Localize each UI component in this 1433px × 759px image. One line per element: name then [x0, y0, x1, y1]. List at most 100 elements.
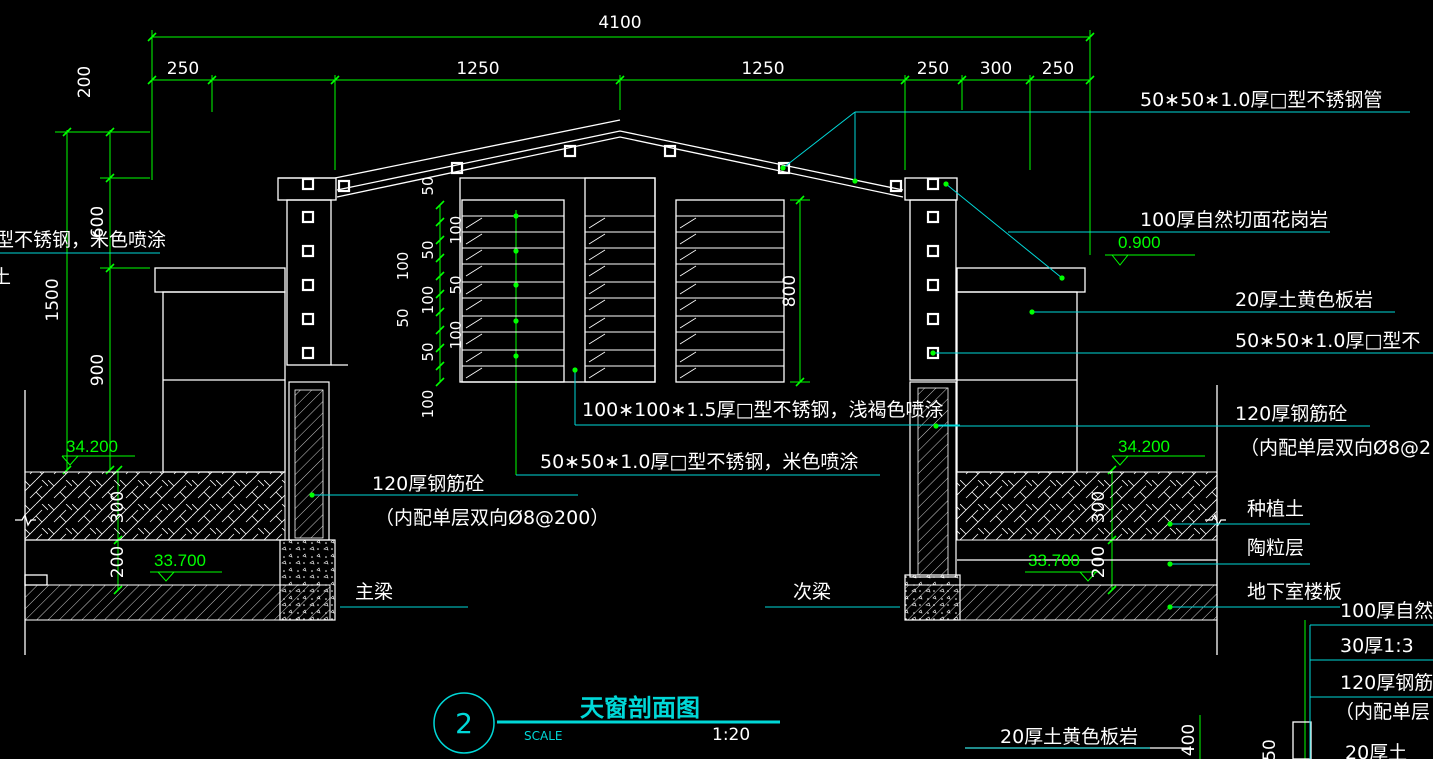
dimension-tick	[105, 127, 115, 137]
steel-tube-square	[926, 177, 940, 191]
louver-dim: 50	[419, 240, 437, 259]
level-top-right: 0.900	[1118, 233, 1161, 252]
label-granite-br: 100厚自然	[1340, 600, 1433, 622]
dim-v300-left: 300	[108, 491, 128, 523]
louver-slat-bevel	[679, 317, 697, 329]
louver-slat-bevel	[465, 299, 483, 311]
label-secondary-beam: 次梁	[793, 581, 831, 603]
louver-slat-bevel	[588, 367, 606, 379]
dimension-tick	[957, 75, 967, 85]
detail-number: 2	[455, 707, 473, 740]
dimension-tick	[435, 377, 445, 387]
dimension-tick	[435, 307, 445, 317]
annotations: 50∗50∗1.0厚□型不锈钢管 100厚自然切面花岗岩 20厚土黄色板岩 50…	[0, 89, 1433, 759]
louver-dim: 50	[394, 308, 412, 327]
louver-dim: 50	[419, 342, 437, 361]
louver-dim: 50	[419, 176, 437, 195]
dimension-tick	[1085, 32, 1095, 42]
dim-250-left: 250	[167, 59, 199, 79]
title-block: 2 天窗剖面图 SCALE 1:20	[433, 692, 780, 754]
louver-dim: 100	[447, 216, 465, 245]
leader-dots	[309, 165, 1173, 610]
louver-slat-bevel	[679, 333, 697, 345]
leader-dot	[1167, 521, 1173, 527]
louver-slat-bevel	[465, 333, 483, 345]
scale-label: SCALE	[524, 729, 562, 743]
louver-dim: 100	[419, 286, 437, 315]
leader-dot	[513, 248, 519, 254]
leader-dot	[1029, 309, 1035, 315]
dimension-tick	[147, 32, 157, 42]
dim-v900: 900	[88, 354, 108, 386]
label-granite-top: 100厚自然切面花岗岩	[1140, 209, 1328, 231]
dim-v600: 600	[88, 206, 108, 238]
dimension-tick	[1025, 75, 1035, 85]
dim-v200-left: 200	[108, 546, 128, 578]
dimension-tick	[795, 195, 805, 205]
steel-tube-square	[777, 161, 791, 175]
dim-v200-right: 200	[1089, 546, 1109, 578]
leader-dot	[780, 165, 786, 171]
dim-v400-br: 400	[1179, 724, 1199, 756]
label-left-cut2: 土	[0, 266, 11, 288]
louver-slat-bevel	[679, 283, 697, 295]
leader-dot	[943, 181, 949, 187]
leader-dot	[933, 423, 939, 429]
louver-slat-bevel	[679, 265, 697, 277]
label-concrete-br: 120厚钢筋	[1340, 672, 1433, 694]
dimension-tick	[900, 75, 910, 85]
louver-slat-bevel	[465, 351, 483, 363]
dim-v300-right: 300	[1089, 491, 1109, 523]
dimension-tick	[435, 235, 445, 245]
label-concrete-left-note: （内配单层双向Ø8@200）	[375, 507, 609, 529]
dimension-tick	[1085, 75, 1095, 85]
dimension-tick	[147, 75, 157, 85]
steel-tube-square	[450, 161, 464, 175]
label-tube-top: 50∗50∗1.0厚□型不锈钢管	[1140, 89, 1382, 111]
louver-slat-bevel	[679, 351, 697, 363]
steel-tube-square	[337, 179, 351, 193]
label-mortar-br: 30厚1:3	[1340, 635, 1414, 657]
louver-slat-bevel	[588, 283, 606, 295]
louver-slat-bevel	[588, 351, 606, 363]
label-slate-right: 20厚土黄色板岩	[1235, 289, 1373, 311]
louver-dim: 50	[447, 275, 465, 294]
louver-slat-bevel	[588, 233, 606, 245]
louver-dim: 100	[394, 252, 412, 281]
louver-slat-bevel	[588, 249, 606, 261]
label-main-beam: 主梁	[355, 581, 393, 603]
steel-tube-square	[563, 144, 577, 158]
louver-slat-bevel	[679, 217, 697, 229]
dimension-tick	[435, 343, 445, 353]
label-concrete-right: 120厚钢筋砼	[1235, 403, 1347, 425]
steel-tube-square	[926, 210, 940, 224]
scale-value: 1:20	[712, 725, 750, 745]
dim-v50-br: 50	[1260, 739, 1280, 759]
louver-slat-bevel	[588, 299, 606, 311]
leader-dot	[852, 178, 858, 184]
louver-slat-bevel	[679, 233, 697, 245]
dim-250-r2: 250	[1042, 59, 1074, 79]
level-base-right: 33.700	[1028, 551, 1080, 570]
steel-tube-square	[301, 278, 315, 292]
label-planting-soil: 种植土	[1247, 498, 1304, 520]
dimension-text: 4100 250 1250 1250 250 300 250 200 600 1…	[43, 13, 1280, 759]
leader-dot	[513, 353, 519, 359]
dimension-tick	[435, 217, 445, 227]
leader-dot	[930, 350, 936, 356]
leader-dot	[309, 492, 315, 498]
steel-tube-square	[301, 177, 315, 191]
dim-v1500: 1500	[43, 278, 63, 321]
louver-slat-bevel	[588, 217, 606, 229]
steel-tube-square	[301, 244, 315, 258]
dim-v800: 800	[780, 275, 800, 307]
steel-tube-square	[301, 312, 315, 326]
leader-dot	[513, 282, 519, 288]
dimension-tick	[435, 271, 445, 281]
dimension-tick	[435, 289, 445, 299]
leader-dot	[513, 318, 519, 324]
dimension-tick	[435, 253, 445, 263]
steel-tube-square	[301, 346, 315, 360]
louver-slat-bevel	[465, 367, 483, 379]
